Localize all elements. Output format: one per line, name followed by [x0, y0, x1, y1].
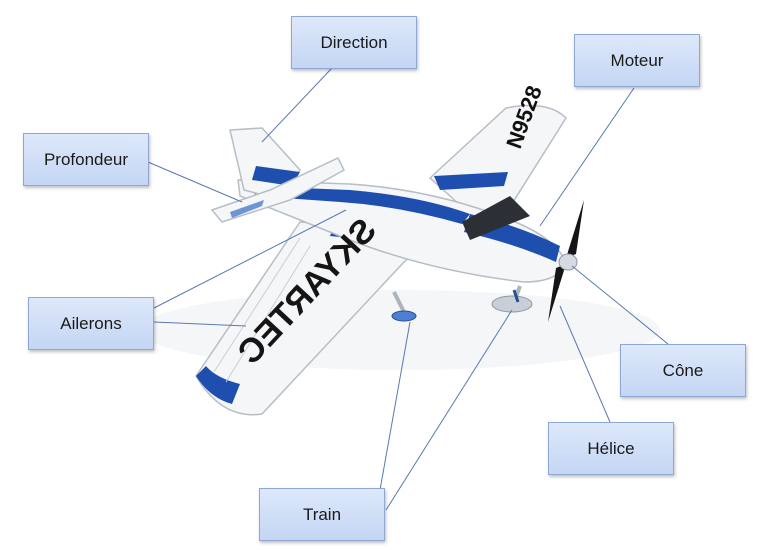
leader-moteur [539, 87, 635, 227]
label-helice: Hélice [548, 422, 674, 475]
leader-train-b [385, 309, 513, 511]
leader-cone [571, 265, 669, 345]
leader-ailerons-b [153, 321, 247, 327]
leader-ailerons-a [153, 209, 347, 309]
label-train: Train [259, 488, 385, 541]
right-wing: N9528 [428, 82, 567, 215]
leader-profondeur [147, 161, 243, 203]
leader-helice [559, 305, 611, 423]
horizontal-stabilizer [210, 157, 345, 223]
leader-lines [147, 67, 669, 511]
leader-direction [261, 67, 333, 143]
label-cone: Cône [620, 344, 746, 397]
landing-gear [391, 285, 533, 322]
leader-train-a [379, 321, 411, 491]
label-moteur: Moteur [574, 34, 700, 87]
fuselage: N9528 [237, 179, 567, 283]
label-ailerons: Ailerons [28, 297, 154, 350]
label-profondeur: Profondeur [23, 133, 149, 186]
label-direction: Direction [291, 16, 417, 69]
